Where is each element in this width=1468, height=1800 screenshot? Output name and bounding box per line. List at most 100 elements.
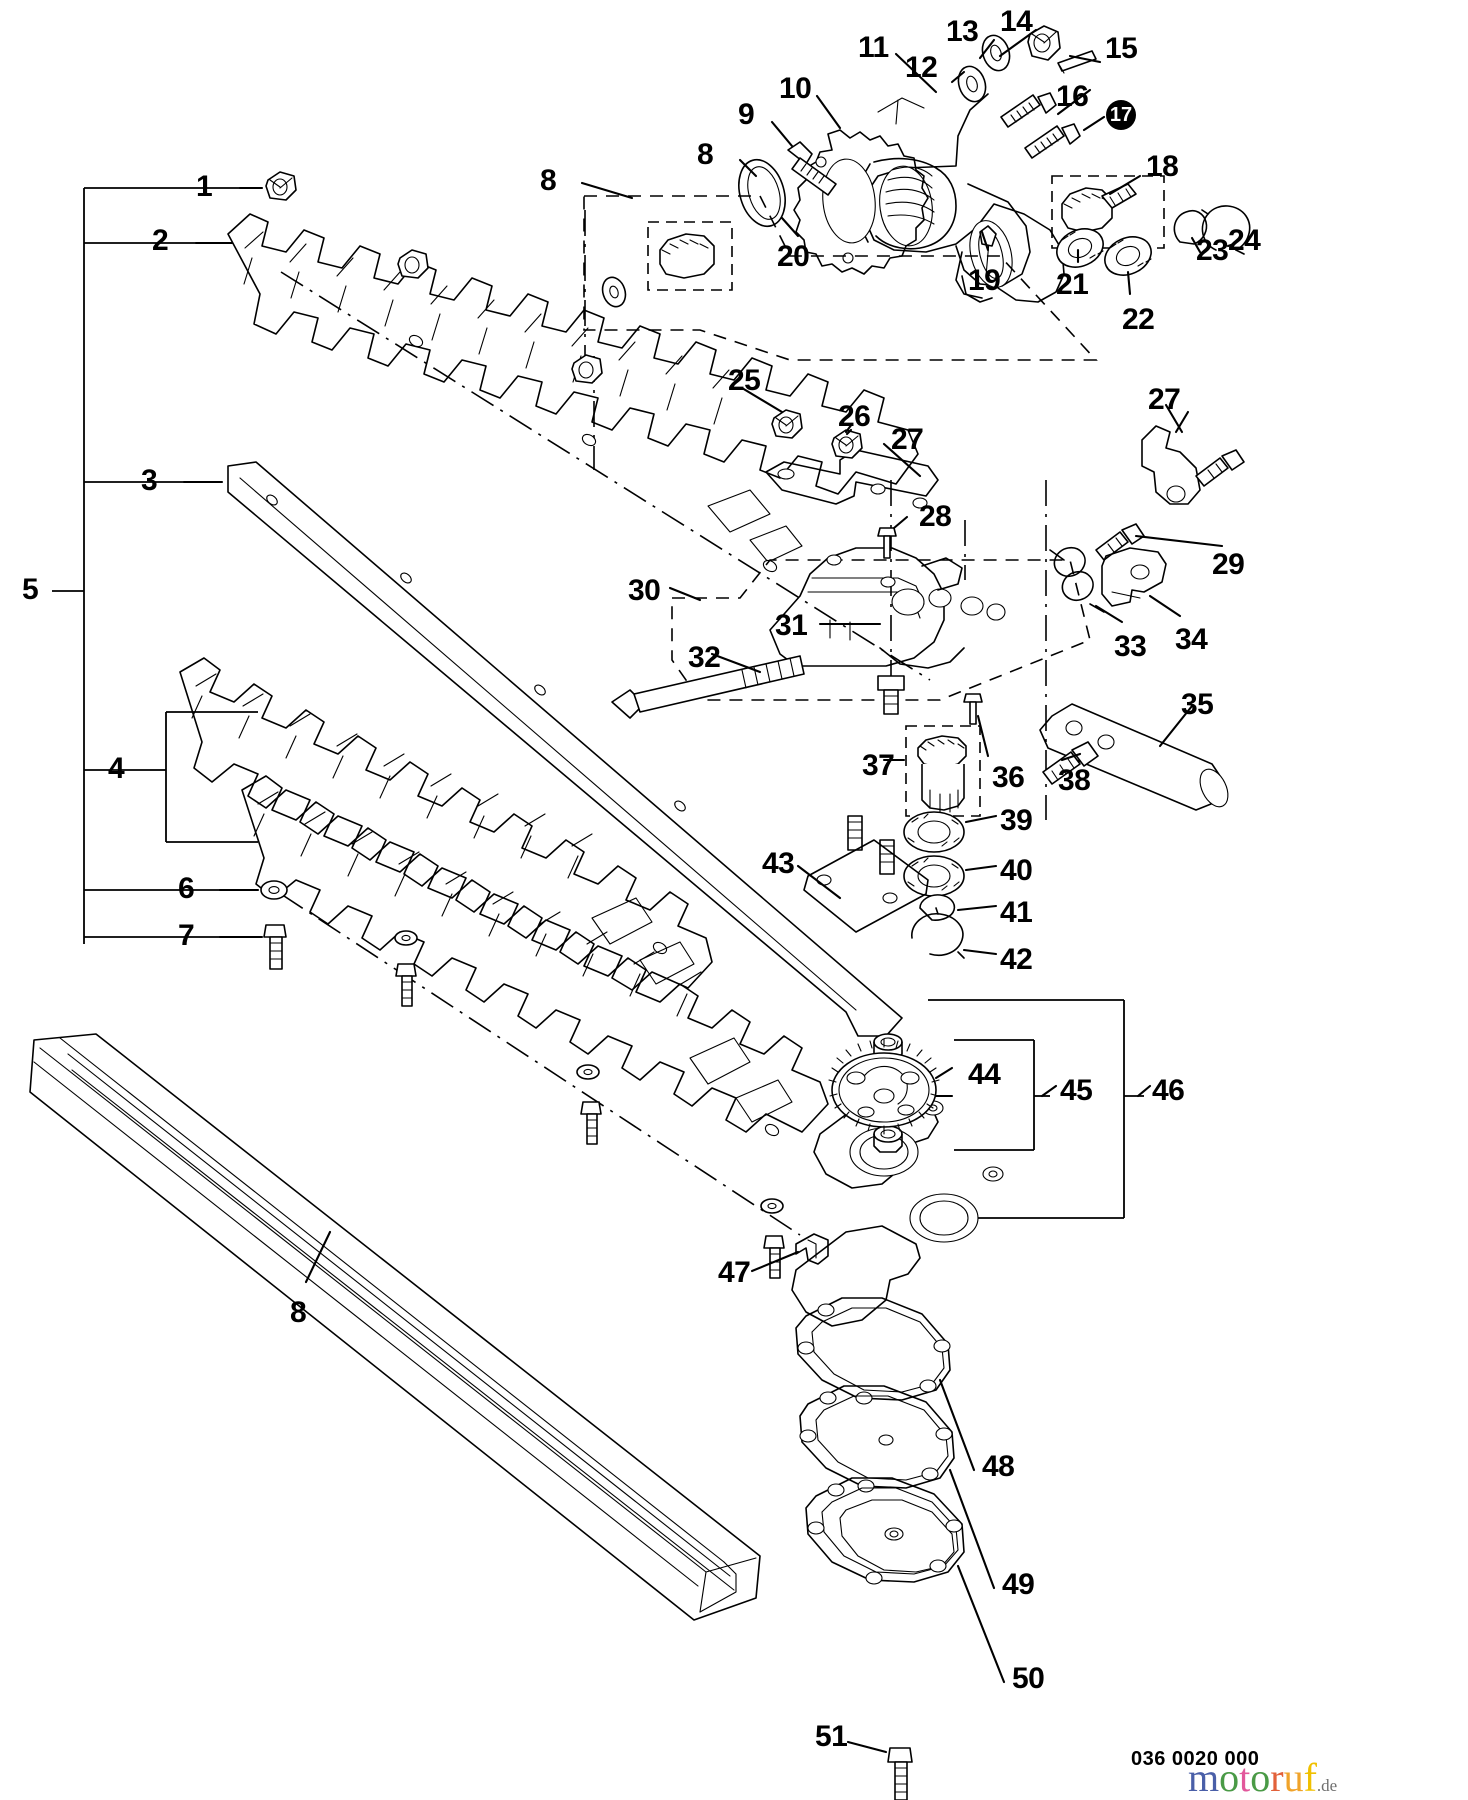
retaining-ring-4: [1201, 205, 1251, 255]
case-stud: [877, 675, 905, 715]
cutter-blade-44b: [241, 775, 829, 1137]
link-plate-46: [796, 839, 929, 933]
washer-40: [260, 880, 288, 900]
locknut-29: [740, 386, 803, 439]
brand-letter-m: m: [1188, 1755, 1220, 1800]
long-bolt-19: [611, 652, 805, 719]
callout-27-lower: 36: [992, 761, 1025, 794]
link-plate-30: [765, 442, 939, 509]
callout-39: 7: [178, 919, 195, 952]
callout-40: 6: [178, 872, 195, 905]
callout-7: 21: [1056, 268, 1089, 301]
callout-31: 51: [815, 1720, 848, 1753]
snap-ring-48: [919, 894, 998, 921]
callout-32: 50: [1012, 1662, 1045, 1695]
callout-21: 29: [1212, 548, 1245, 581]
brand-logo: motoruf.de: [1188, 1758, 1337, 1798]
callout-1-bullet: 17: [1106, 100, 1136, 130]
gear-case-body-20: [769, 547, 1006, 669]
callout-33: 49: [1002, 1568, 1035, 1601]
drive-gear-45: [828, 1038, 954, 1135]
retaining-ring-47: [911, 907, 998, 959]
brand-letter-u: u: [1283, 1755, 1304, 1800]
locknut-mid-2: [571, 354, 603, 384]
callout-6: 22: [1122, 303, 1155, 336]
callout-8-lower: 37: [862, 749, 895, 782]
drawing-part-number: 036 0020 000: [1131, 1748, 1260, 1770]
leader-lines: [738, 28, 1236, 1098]
callout-36: 46: [1152, 1074, 1185, 1107]
callout-10: 14: [1000, 5, 1033, 38]
locknut-28: [831, 422, 863, 459]
callout-47: 42: [1000, 943, 1033, 976]
bolt-25: [1042, 741, 1099, 785]
washer-small-c: [760, 1198, 784, 1214]
gear-kit-8-lower: [882, 725, 981, 817]
right-bracket-tree: [912, 999, 1144, 1219]
callout-25: 38: [1058, 764, 1091, 797]
callout-13: 8: [540, 164, 557, 197]
grease-fitting-27a: [877, 515, 909, 559]
callout-26: 35: [1181, 688, 1214, 721]
locknut-mid-1: [397, 249, 429, 279]
bolt-3: [1000, 92, 1057, 128]
bolt-39: [263, 924, 287, 970]
callout-48: 41: [1000, 896, 1033, 929]
brand-letter-r: r: [1270, 1755, 1284, 1800]
washer-gear-16: [793, 129, 929, 275]
bearing-7: [1056, 228, 1104, 268]
callout-11: 13: [946, 15, 979, 48]
connecting-arm-lower: [791, 1166, 1004, 1327]
callout-18: 30: [628, 574, 661, 607]
callout-43: 3: [141, 464, 158, 497]
bolt-21a: [1195, 449, 1245, 487]
locknut-10: [1027, 25, 1061, 61]
washer-small-a: [394, 930, 418, 946]
callout-8-upper: 18: [1146, 150, 1179, 183]
callout-16: 10: [779, 72, 812, 105]
callout-38: 5: [22, 573, 39, 606]
gear-case-assembly: [857, 93, 1065, 303]
bolt-31: [846, 1740, 913, 1800]
grease-fitting-27b: [963, 693, 990, 758]
callout-41: 1: [196, 170, 213, 203]
callout-2: 19: [968, 264, 1001, 297]
callout-50: 39: [1000, 804, 1033, 837]
bearing-6: [1104, 236, 1152, 276]
callout-14: 8: [697, 138, 714, 171]
callout-29: 25: [728, 364, 761, 397]
blade-cover-51: [29, 1033, 761, 1621]
callout-17: 11: [858, 31, 889, 64]
left-bracket-tree: [52, 186, 264, 944]
cutter-blade-44a: [179, 657, 713, 991]
callout-5: 23: [1196, 234, 1229, 267]
plate-33: [799, 1385, 996, 1590]
group-13-dashed: [580, 181, 1098, 361]
callout-15: 9: [738, 98, 755, 131]
o-ring-14: [738, 158, 786, 228]
callout-8-in13: 20: [777, 240, 810, 273]
cover-32: [805, 1477, 1006, 1684]
bearing-50: [903, 811, 998, 853]
callout-51: 8: [290, 1296, 307, 1329]
roll-pin-9: [1057, 50, 1097, 74]
bolt-series-lower: [394, 930, 785, 1279]
washer-small-b: [576, 1064, 600, 1080]
callout-24: 33: [1114, 630, 1147, 663]
callout-22: 27: [1148, 383, 1181, 416]
callout-30: 27: [891, 423, 924, 456]
callout-3: 16: [1056, 80, 1089, 113]
clip-35: [750, 1233, 829, 1273]
callout-34: 48: [982, 1450, 1015, 1483]
brand-letter-t: t: [1239, 1755, 1251, 1800]
bearing-49: [903, 855, 998, 897]
bolt-1: [1024, 123, 1081, 159]
callout-42: 2: [152, 224, 169, 257]
lever-22: [1141, 403, 1201, 505]
callout-12: 12: [905, 51, 938, 84]
callout-44: 4: [108, 752, 125, 785]
shaft-tube-26: [1039, 703, 1229, 811]
brand-letter-f: f: [1303, 1755, 1317, 1800]
